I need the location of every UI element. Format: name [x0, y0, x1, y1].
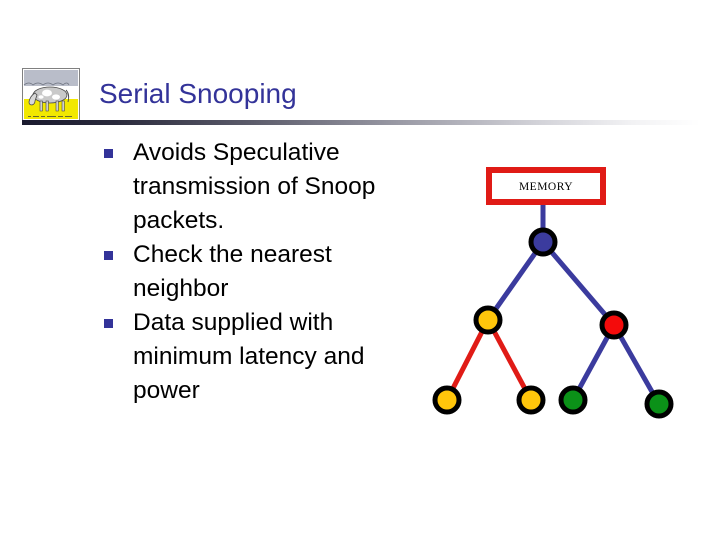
page-title: Serial Snooping — [99, 78, 297, 109]
tree-node-leaf-1[interactable] — [432, 385, 462, 415]
memory-box-label: MEMORY — [519, 181, 573, 193]
edge-root-to-right-child — [541, 240, 616, 327]
cow-logo-image — [22, 68, 80, 121]
bullet-square-icon — [104, 319, 113, 328]
title-divider — [22, 120, 700, 125]
tree-node-leaf-3[interactable] — [558, 385, 588, 415]
serial-snooping-tree-diagram: MEMORY — [410, 150, 710, 440]
list-item: Check the nearest neighbor — [100, 238, 390, 306]
tree-node-right-child[interactable] — [599, 310, 629, 340]
tree-node-leaf-4[interactable] — [644, 389, 674, 419]
bullet-list: Avoids Speculative transmission of Snoop… — [100, 136, 390, 408]
memory-box-rect — [486, 167, 606, 205]
edge-left-child-to-leaf-1 — [444, 318, 491, 402]
list-item: Avoids Speculative transmission of Snoop… — [100, 136, 390, 238]
edge-root-to-left-child — [485, 240, 546, 322]
list-item-label: Data supplied with minimum latency and p… — [133, 309, 365, 404]
memory-box: MEMORY — [486, 167, 606, 205]
tree-node-layer — [432, 227, 674, 419]
edge-left-child-to-leaf-2 — [485, 318, 534, 402]
tree-node-left-child[interactable] — [473, 305, 503, 335]
edge-right-child-to-leaf-4 — [611, 323, 662, 406]
list-item-label: Check the nearest neighbor — [133, 241, 332, 302]
tree-node-leaf-2[interactable] — [516, 385, 546, 415]
list-item: Data supplied with minimum latency and p… — [100, 306, 390, 408]
tree-node-root[interactable] — [528, 227, 558, 257]
grazing-cow-icon — [23, 69, 79, 120]
bullet-square-icon — [104, 251, 113, 260]
list-item-label: Avoids Speculative transmission of Snoop… — [133, 139, 376, 234]
bullet-square-icon — [104, 149, 113, 158]
